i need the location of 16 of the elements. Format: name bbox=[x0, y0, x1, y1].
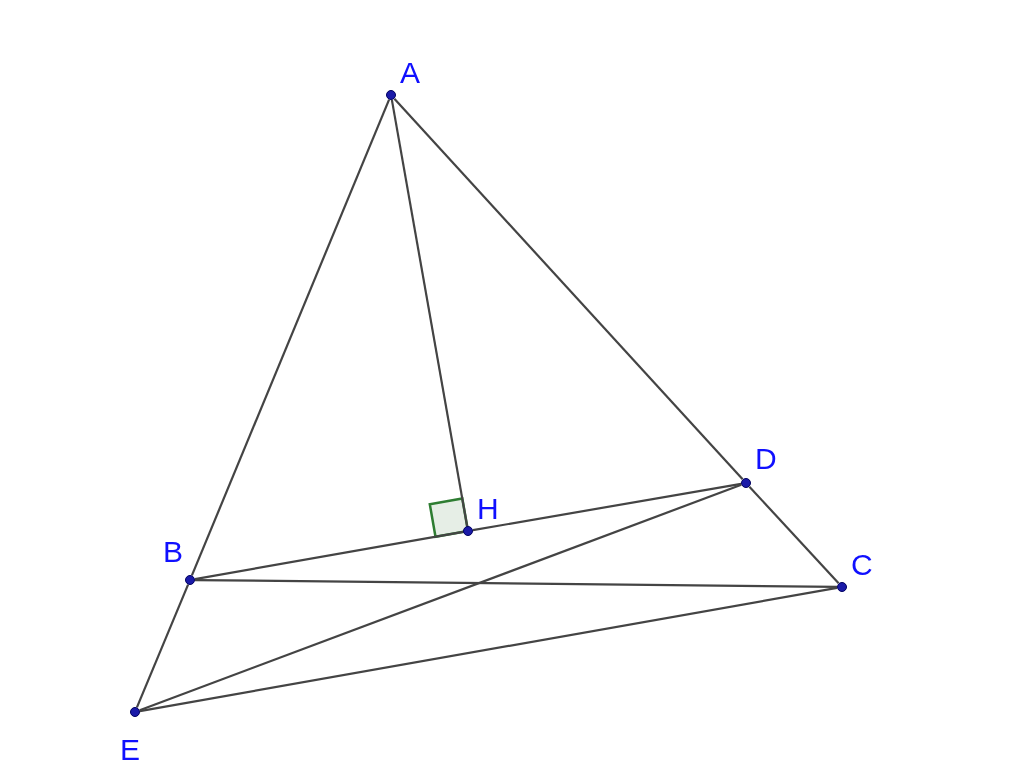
point-label: D bbox=[755, 444, 777, 474]
line-segment bbox=[393, 97, 744, 481]
line-segment bbox=[135, 584, 190, 708]
point-label: A bbox=[400, 58, 420, 88]
line-segment bbox=[390, 99, 469, 527]
point-label: H bbox=[477, 494, 499, 524]
line-segment bbox=[748, 485, 840, 585]
line-segment bbox=[139, 483, 742, 712]
point-label: B bbox=[163, 537, 183, 567]
line-segment bbox=[190, 99, 391, 576]
point-label: E bbox=[120, 735, 140, 765]
line-segment bbox=[139, 586, 838, 713]
line-segment bbox=[195, 578, 837, 589]
point-label: C bbox=[851, 550, 873, 580]
line-segment bbox=[194, 530, 464, 581]
line-segment bbox=[472, 482, 742, 532]
